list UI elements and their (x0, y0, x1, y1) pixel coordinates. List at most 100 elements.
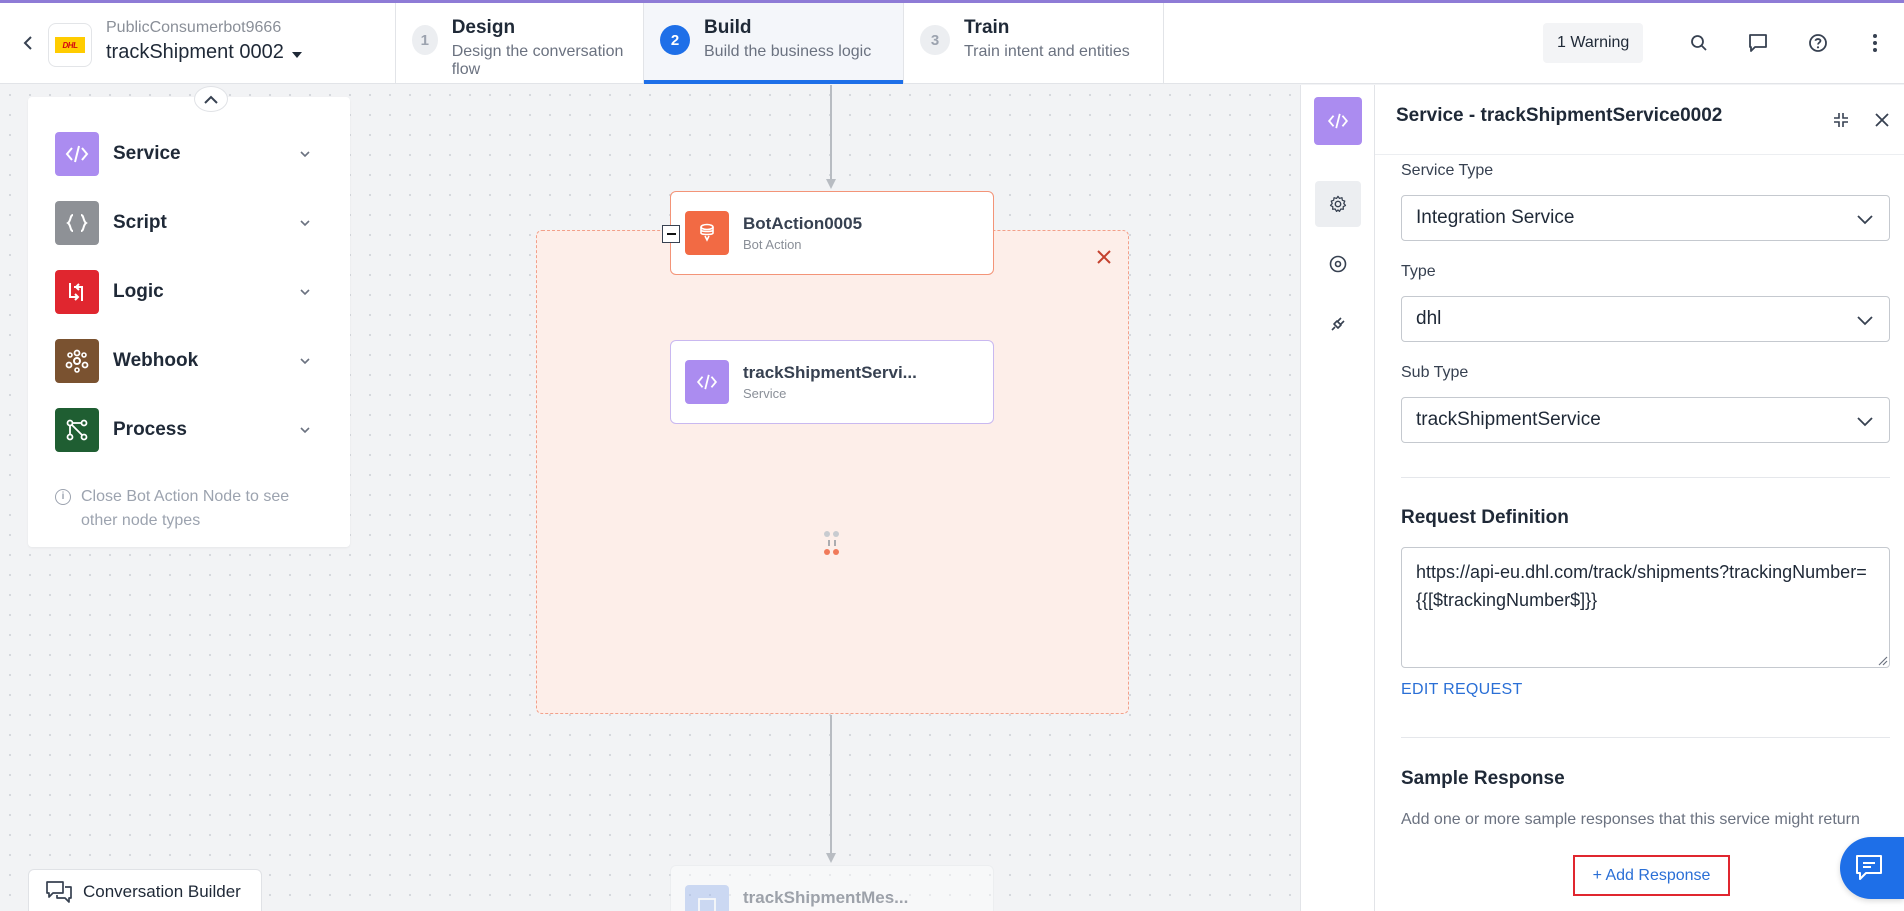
step-number: 3 (920, 25, 950, 55)
chevron-down-icon (299, 219, 311, 227)
palette-item-label: Service (113, 143, 299, 165)
plug-icon (1329, 315, 1347, 333)
more-vertical-icon (1872, 33, 1878, 53)
message-icon (1748, 33, 1768, 53)
section-divider (1401, 477, 1890, 478)
node-type: Service (743, 386, 917, 401)
code-icon (55, 132, 99, 176)
code-icon (685, 360, 729, 404)
sample-response-title: Sample Response (1401, 768, 1565, 790)
sample-response-help: Add one or more sample responses that th… (1401, 807, 1871, 832)
collapse-node-button[interactable] (662, 225, 680, 243)
conversation-builder-tab[interactable]: Conversation Builder (28, 869, 262, 911)
request-definition-input[interactable]: https://api-eu.dhl.com/track/shipments?t… (1401, 547, 1890, 668)
step-subtitle: Design the conversation flow (452, 43, 627, 79)
message-icon (685, 885, 729, 911)
properties-header: Service - trackShipmentService0002 (1375, 85, 1904, 155)
node-palette: Service Script Logic Webhook (28, 97, 350, 547)
sub-type-label: Sub Type (1401, 364, 1468, 382)
flow-canvas[interactable]: Service Script Logic Webhook (0, 85, 1300, 911)
sub-type-value: trackShipmentService (1416, 409, 1601, 431)
section-divider (1401, 737, 1890, 738)
bot-name: trackShipment 0002 (106, 41, 284, 64)
node-bot-action[interactable]: BotAction0005 Bot Action (670, 191, 994, 275)
search-button[interactable] (1686, 30, 1712, 56)
service-type-label: Service Type (1401, 162, 1493, 180)
help-icon (1808, 33, 1828, 53)
properties-panel: Service - trackShipmentService0002 Servi… (1375, 85, 1904, 911)
properties-title: Service - trackShipmentService0002 (1396, 105, 1722, 127)
step-train[interactable]: 3 Train Train intent and entities (903, 3, 1164, 84)
add-node-handle-icon[interactable] (823, 530, 841, 560)
request-definition-title: Request Definition (1401, 507, 1569, 529)
step-design[interactable]: 1 Design Design the conversation flow (395, 3, 643, 84)
bot-action-group[interactable] (536, 230, 1129, 714)
chevron-left-icon (23, 35, 33, 51)
chevron-down-icon (1855, 209, 1875, 229)
back-button[interactable] (18, 29, 38, 57)
bot-logo: DHL (48, 23, 92, 67)
add-response-button[interactable]: + Add Response (1573, 855, 1730, 896)
palette-item-logic[interactable]: Logic (55, 269, 345, 315)
more-menu-button[interactable] (1862, 30, 1888, 56)
palette-item-service[interactable]: Service (55, 131, 345, 177)
palette-item-label: Process (113, 419, 299, 441)
step-title: Design (452, 17, 627, 39)
type-label: Type (1401, 263, 1436, 281)
info-icon: i (55, 489, 71, 505)
node-message[interactable]: trackShipmentMes... Message (670, 865, 994, 911)
step-build[interactable]: 2 Build Build the business logic (643, 3, 903, 84)
palette-item-process[interactable]: Process (55, 407, 345, 453)
warning-button[interactable]: 1 Warning (1543, 23, 1643, 63)
chat-support-button[interactable] (1840, 837, 1904, 899)
node-service[interactable]: trackShipmentServi... Service (670, 340, 994, 424)
settings-tab-button[interactable] (1315, 181, 1361, 227)
app-header: DHL PublicConsumerbot9666 trackShipment … (0, 3, 1904, 84)
node-title: trackShipmentMes... (743, 888, 908, 908)
minimize-panel-button[interactable] (1828, 107, 1854, 133)
connections-tab-button[interactable] (1315, 301, 1361, 347)
help-button[interactable] (1805, 30, 1831, 56)
palette-note-text: Close Bot Action Node to see other node … (81, 485, 325, 533)
node-title: BotAction0005 (743, 214, 862, 234)
palette-item-webhook[interactable]: Webhook (55, 338, 345, 384)
chevron-up-icon (204, 95, 218, 104)
type-select[interactable]: dhl (1401, 296, 1890, 342)
bot-account-name: PublicConsumerbot9666 (106, 19, 281, 37)
caret-down-icon (292, 52, 302, 58)
dhl-logo-icon: DHL (55, 37, 85, 53)
chevron-down-icon (1855, 411, 1875, 431)
resize-grip-icon[interactable] (1878, 656, 1888, 666)
close-group-button[interactable] (1092, 245, 1116, 269)
builder-tab-label: Conversation Builder (83, 882, 241, 902)
minimize-icon (1832, 111, 1850, 129)
step-title: Build (704, 17, 871, 39)
close-icon (1097, 250, 1111, 264)
process-icon (55, 408, 99, 452)
edit-request-link[interactable]: EDIT REQUEST (1401, 681, 1523, 699)
webhook-icon (55, 339, 99, 383)
sub-type-select[interactable]: trackShipmentService (1401, 397, 1890, 443)
target-icon (1329, 255, 1347, 273)
service-type-select[interactable]: Integration Service (1401, 195, 1890, 241)
chevron-down-icon (299, 426, 311, 434)
bot-selector[interactable]: trackShipment 0002 (106, 41, 302, 64)
bot-action-icon (685, 211, 729, 255)
service-node-button[interactable] (1314, 97, 1362, 145)
step-number: 2 (660, 25, 690, 55)
node-type: Bot Action (743, 237, 862, 252)
palette-item-label: Webhook (113, 350, 299, 372)
collapse-palette-button[interactable] (194, 86, 228, 112)
palette-item-script[interactable]: Script (55, 200, 345, 246)
braces-icon (55, 201, 99, 245)
palette-item-label: Script (113, 212, 299, 234)
palette-item-label: Logic (113, 281, 299, 303)
gear-icon (1329, 195, 1347, 213)
step-title: Train (964, 17, 1130, 39)
close-panel-button[interactable] (1869, 107, 1895, 133)
instance-tab-button[interactable] (1315, 241, 1361, 287)
palette-note: i Close Bot Action Node to see other nod… (55, 485, 325, 533)
code-icon (1327, 113, 1349, 129)
search-icon (1690, 34, 1708, 52)
chat-button[interactable] (1745, 30, 1771, 56)
